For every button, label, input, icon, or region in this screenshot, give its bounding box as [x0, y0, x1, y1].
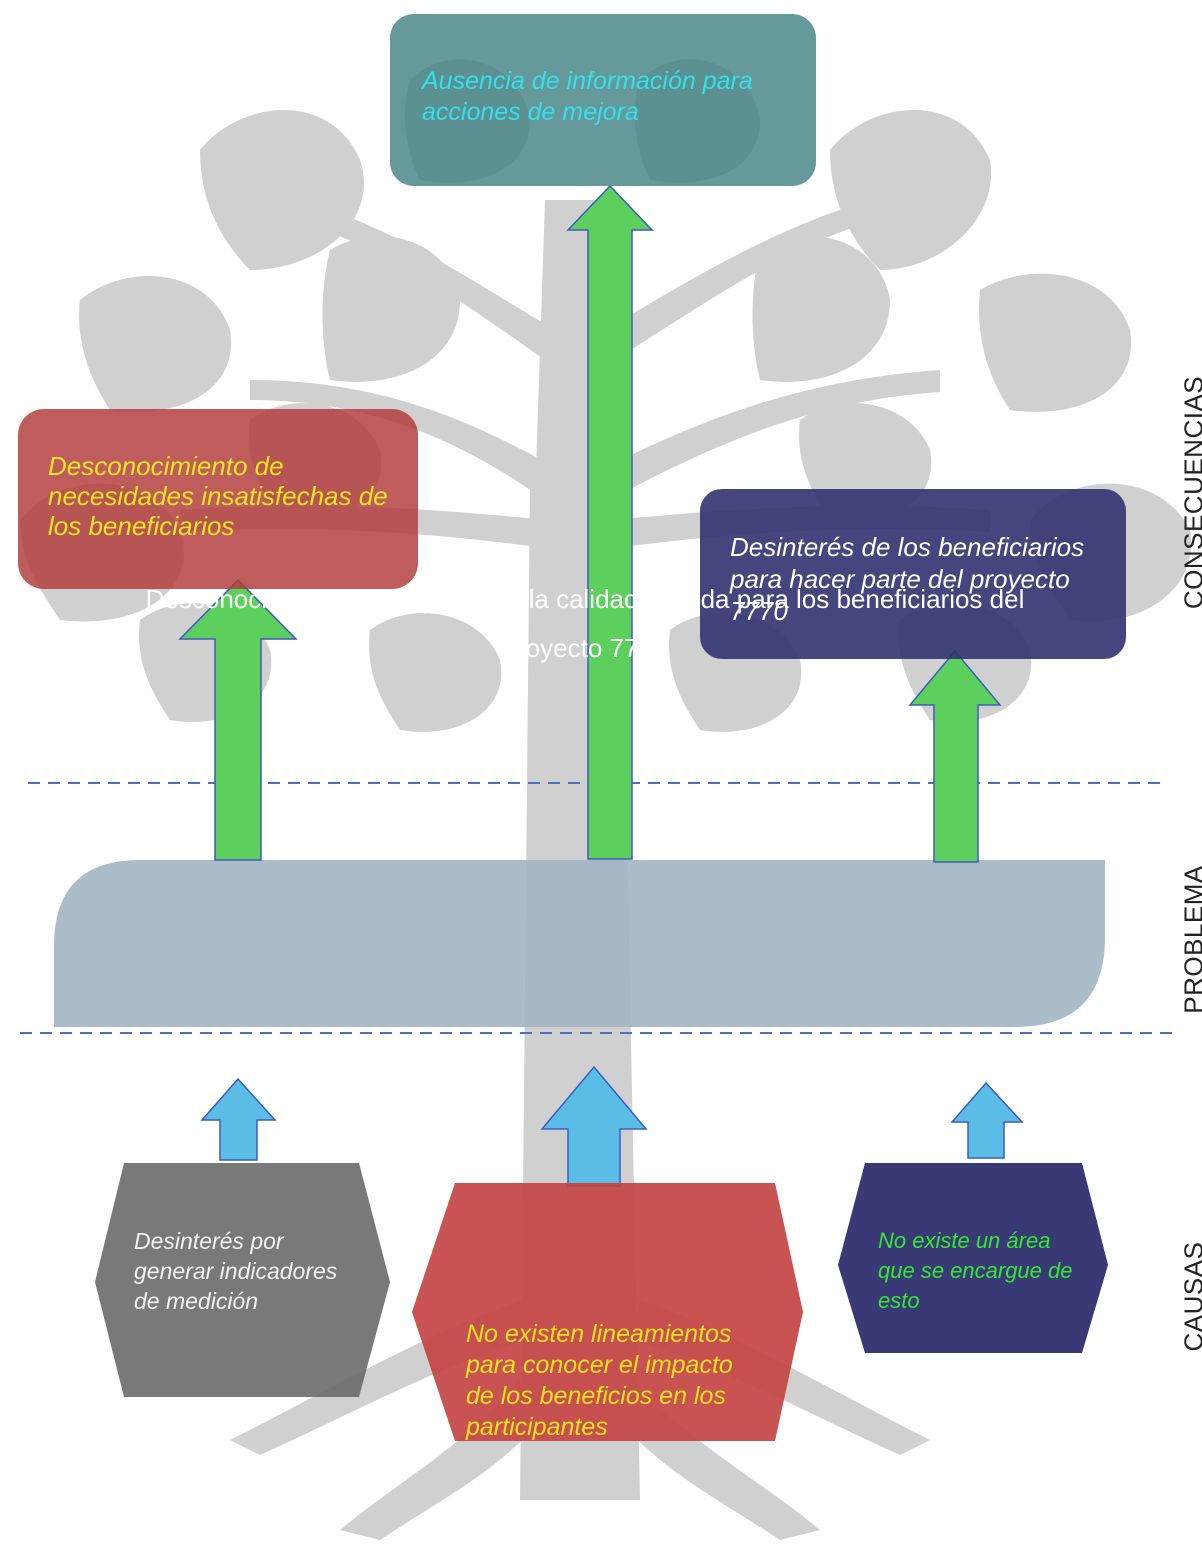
cause-hexagon-center: [412, 1183, 803, 1441]
section-label-causes: CAUSAS: [1178, 1241, 1202, 1352]
arrow-up-right-consequence: [908, 649, 1002, 863]
consequence-right-text: Desinterés de los beneficiarios para hac…: [730, 532, 1085, 626]
section-label-consequences: CONSECUENCIAS: [1178, 375, 1202, 610]
problem-statement: Desconocimiento del impacto en la calida…: [70, 575, 1100, 673]
section-label-problem: PROBLEMA: [1178, 865, 1202, 1014]
problem-line-1: Desconocimiento del impacto en la calida…: [145, 584, 1025, 614]
arrow-up-left-consequence: [178, 578, 298, 861]
cause-hexagon-right: [838, 1163, 1108, 1353]
consequence-top-text: Ausencia de información para acciones de…: [422, 67, 753, 126]
cause-center-text: No existen lineamientos para conocer el …: [466, 1320, 733, 1441]
cause-hexagon-left: [95, 1163, 390, 1397]
problem-band: [54, 860, 1105, 1027]
cause-left-text: Desinterés por generar indicadores de me…: [134, 1228, 338, 1314]
arrow-up-cause-center: [540, 1065, 648, 1187]
consequence-left-box: Desconocimiento de necesidades insatisfe…: [18, 409, 418, 589]
consequence-left-text: Desconocimiento de necesidades insatisfe…: [48, 451, 388, 541]
consequence-right-box: Desinterés de los beneficiarios para hac…: [700, 489, 1126, 659]
cause-right-text: No existe un área que se encargue de est…: [878, 1228, 1073, 1313]
arrow-up-cause-right: [950, 1081, 1024, 1159]
problem-line-2: proyecto 7770: [502, 633, 668, 663]
arrow-up-top-consequence: [566, 184, 654, 860]
consequence-top-box: Ausencia de información para acciones de…: [390, 14, 816, 186]
arrow-up-cause-left: [200, 1077, 277, 1161]
